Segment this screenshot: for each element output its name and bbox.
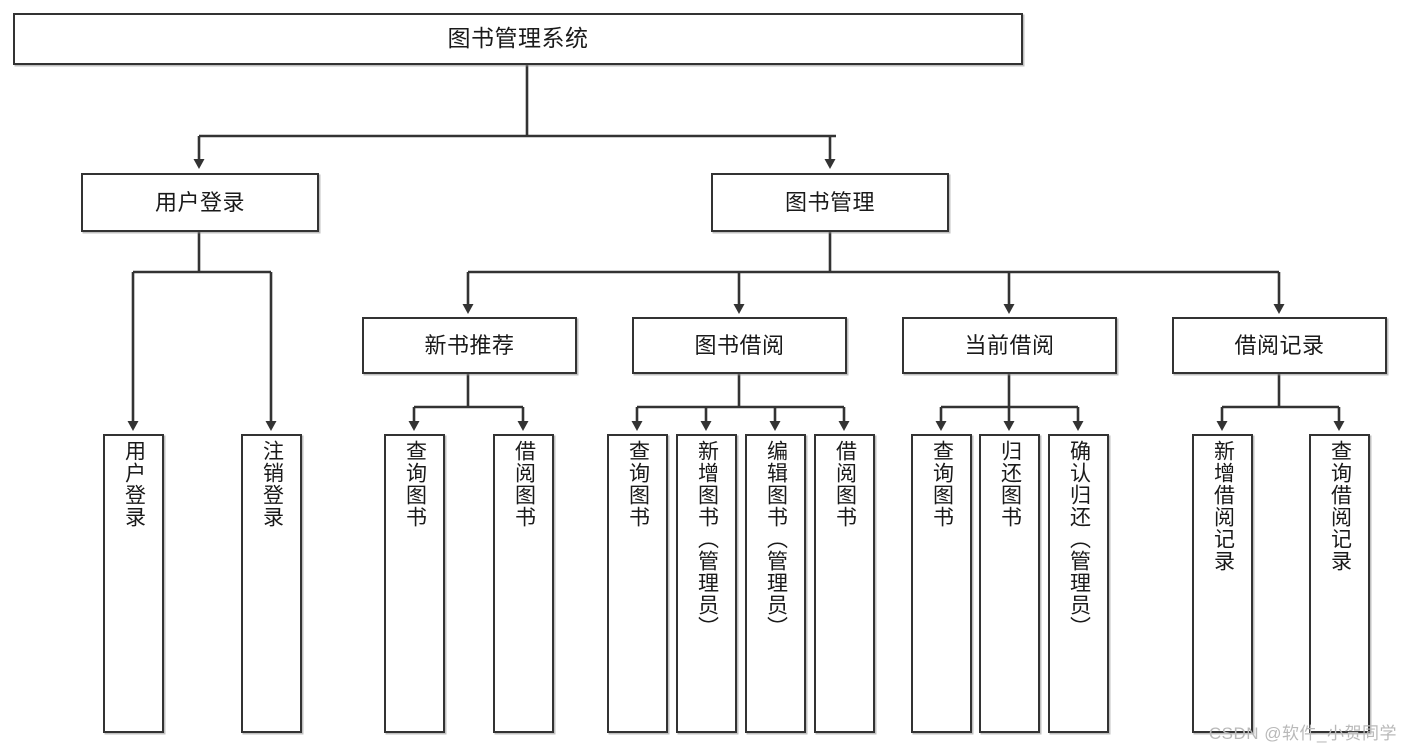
node-book-borrow[interactable]: 图书借阅: [632, 317, 847, 374]
node-leaf-user-login[interactable]: 用户登录: [103, 434, 164, 733]
node-label: 确认归还（管理员）: [1067, 440, 1091, 638]
node-label: 查询图书: [626, 440, 650, 528]
node-label: 图书管理: [784, 189, 875, 215]
node-leaf-borrow-book-2[interactable]: 借阅图书: [814, 434, 875, 733]
node-label: 用户登录: [122, 440, 146, 528]
node-leaf-add-book[interactable]: 新增图书（管理员）: [676, 434, 737, 733]
node-leaf-confirm-return[interactable]: 确认归还（管理员）: [1048, 434, 1109, 733]
node-label: 注销登录: [260, 440, 284, 528]
node-label: 查询图书: [930, 440, 954, 528]
node-borrow-record[interactable]: 借阅记录: [1172, 317, 1387, 374]
node-label: 借阅图书: [512, 440, 536, 528]
node-leaf-user-logout[interactable]: 注销登录: [241, 434, 302, 733]
node-label: 新增借阅记录: [1211, 440, 1235, 572]
node-leaf-borrow-book-1[interactable]: 借阅图书: [493, 434, 554, 733]
node-leaf-query-book-1[interactable]: 查询图书: [384, 434, 445, 733]
node-label: 查询借阅记录: [1328, 440, 1352, 572]
node-new-book-recommend[interactable]: 新书推荐: [362, 317, 577, 374]
node-label: 查询图书: [403, 440, 427, 528]
node-leaf-return-book[interactable]: 归还图书: [979, 434, 1040, 733]
node-book-manage[interactable]: 图书管理: [711, 173, 949, 232]
node-leaf-add-borrow-record[interactable]: 新增借阅记录: [1192, 434, 1253, 733]
node-leaf-query-borrow-record[interactable]: 查询借阅记录: [1309, 434, 1370, 733]
node-label: 归还图书: [998, 440, 1022, 528]
node-leaf-query-book-2[interactable]: 查询图书: [607, 434, 668, 733]
node-label: 图书管理系统: [447, 25, 589, 52]
node-label: 编辑图书（管理员）: [764, 440, 788, 638]
node-label: 借阅记录: [1234, 332, 1325, 358]
node-label: 借阅图书: [833, 440, 857, 528]
node-label: 当前借阅: [964, 332, 1055, 358]
node-user-login[interactable]: 用户登录: [81, 173, 319, 232]
watermark-text: CSDN @软件_小贺同学: [1208, 724, 1397, 743]
node-label: 新增图书（管理员）: [695, 440, 719, 638]
node-label: 新书推荐: [424, 332, 515, 358]
node-leaf-query-book-3[interactable]: 查询图书: [911, 434, 972, 733]
node-label: 图书借阅: [694, 332, 785, 358]
node-root-system[interactable]: 图书管理系统: [13, 13, 1023, 65]
node-leaf-edit-book[interactable]: 编辑图书（管理员）: [745, 434, 806, 733]
node-current-borrow[interactable]: 当前借阅: [902, 317, 1117, 374]
node-label: 用户登录: [154, 189, 245, 215]
